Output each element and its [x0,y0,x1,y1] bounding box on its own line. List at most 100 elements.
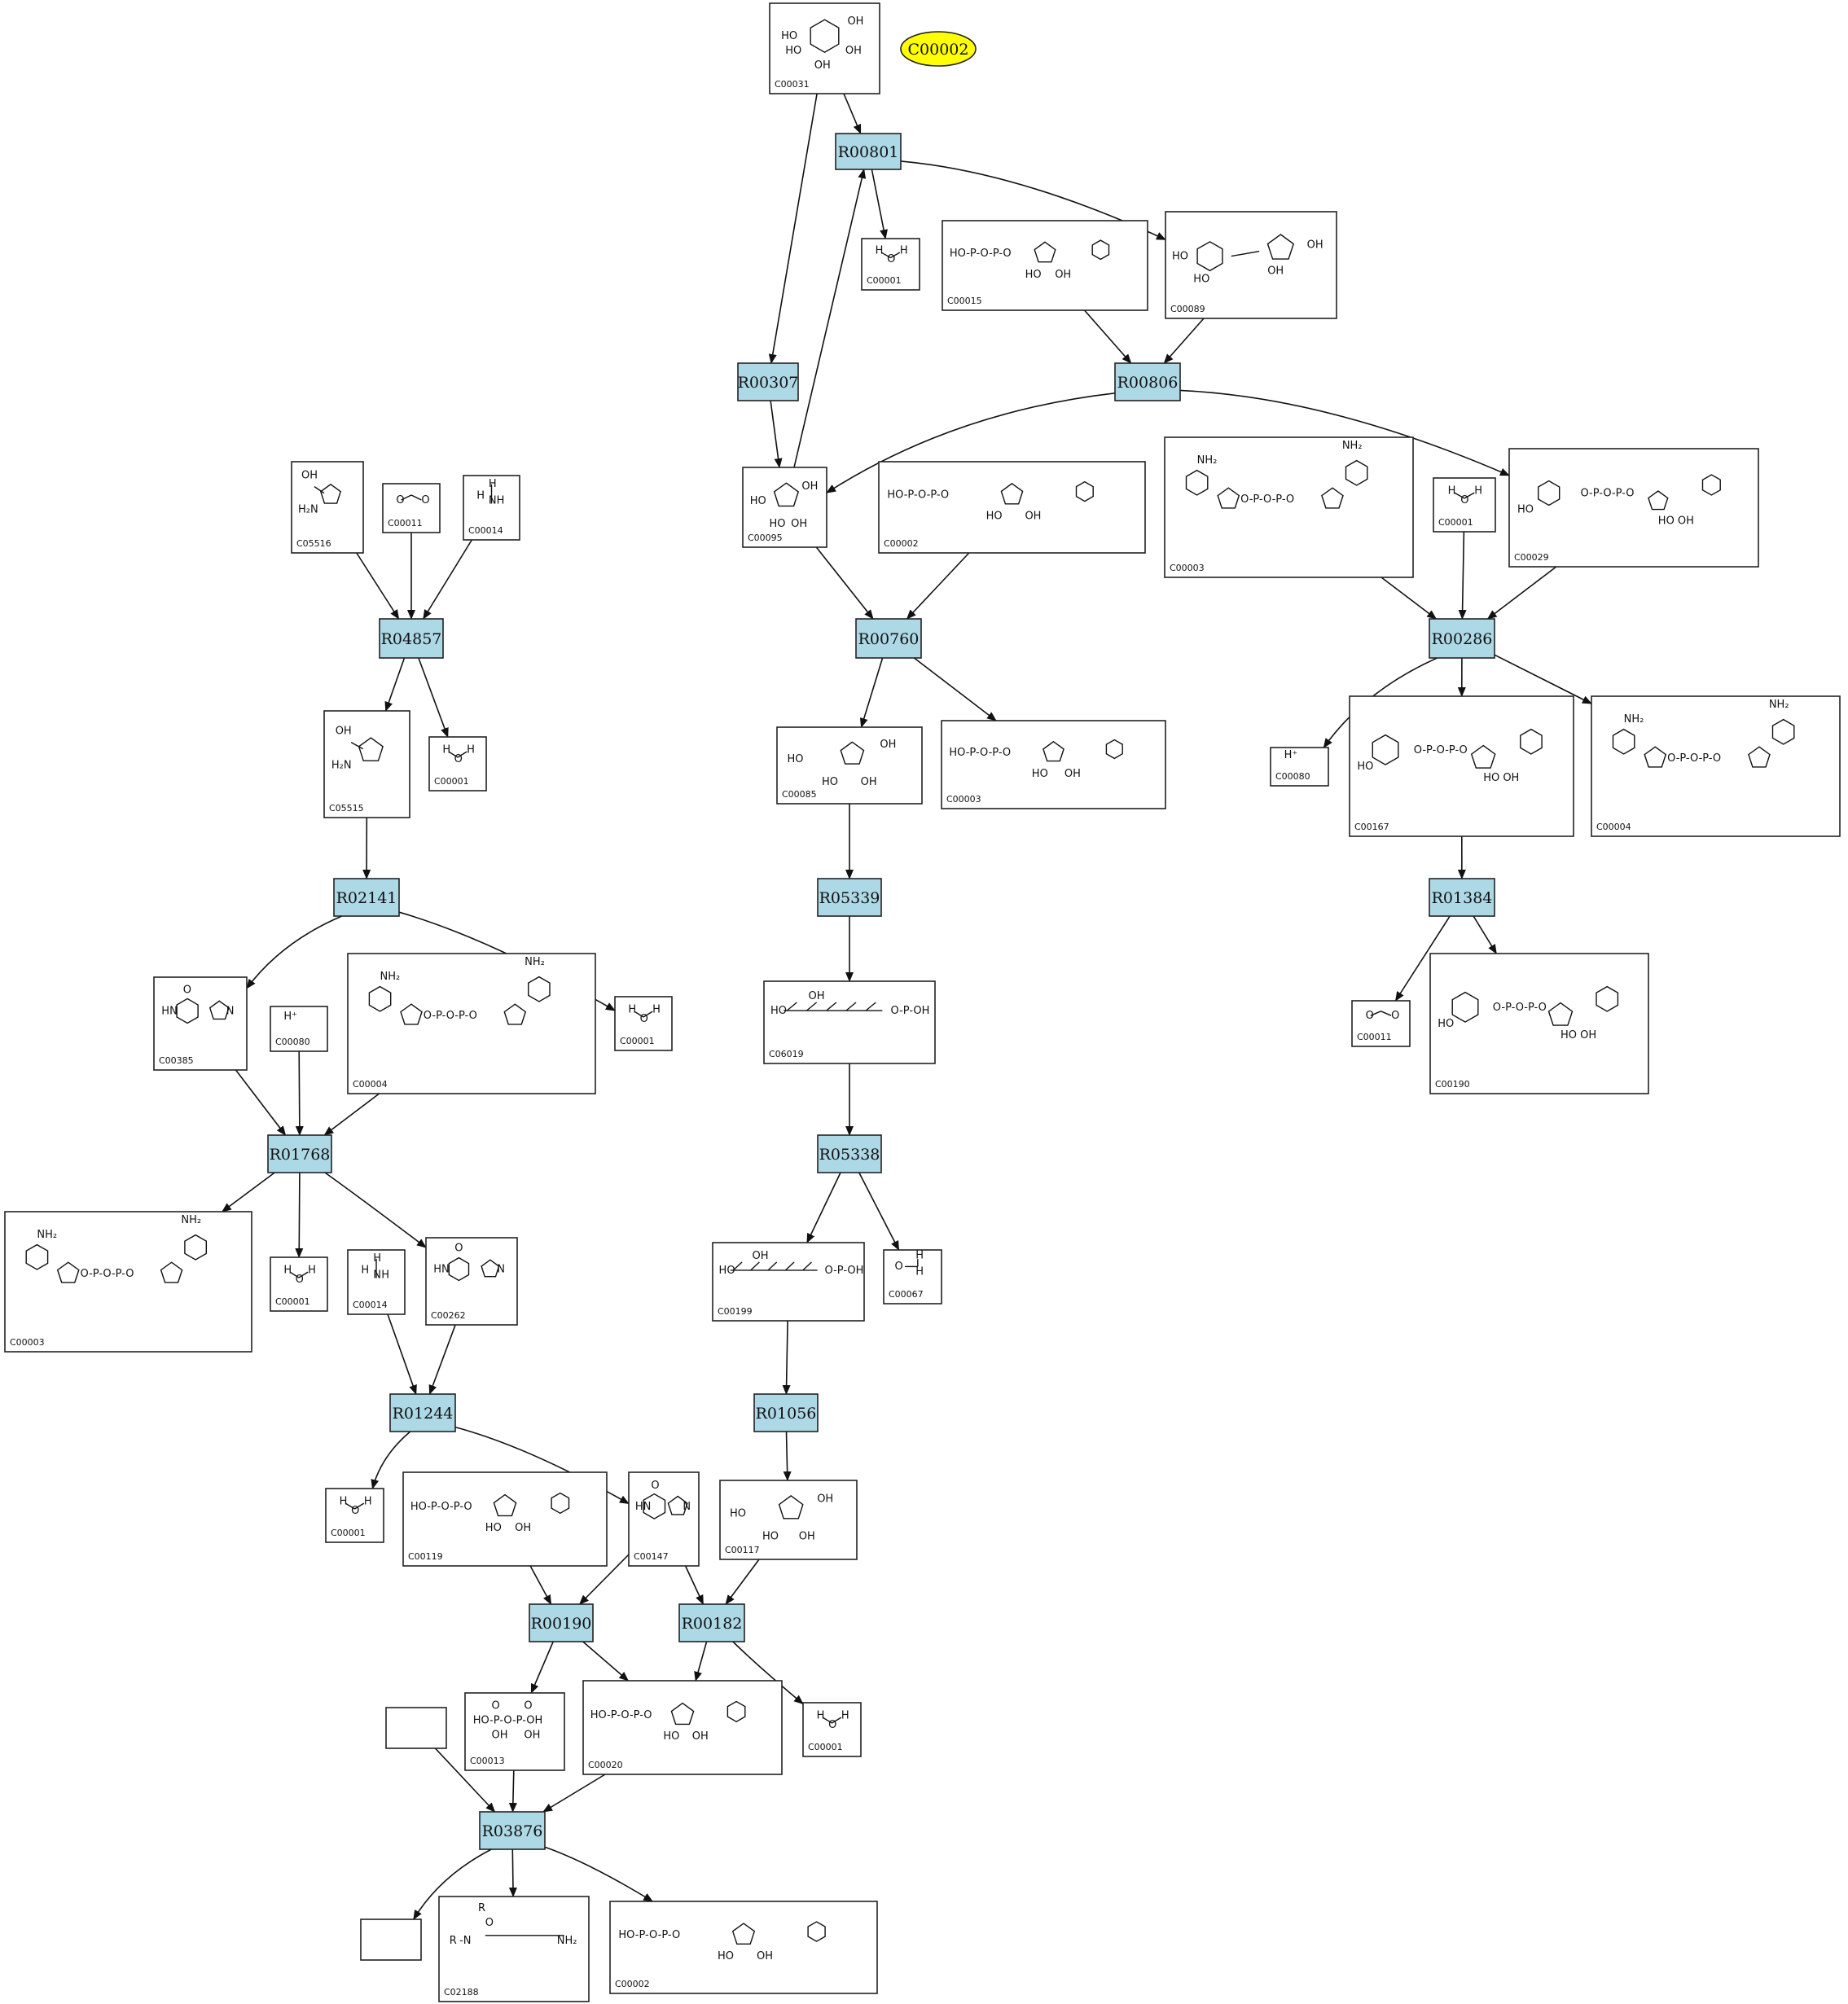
compound-node[interactable] [385,1707,447,1749]
edge-R03876-n_C00002b [544,1846,654,1902]
reaction-node[interactable]: R00760 [855,618,922,659]
svg-text:H: H [652,1003,661,1015]
svg-text:O: O [1391,1010,1399,1022]
compound-node[interactable]: H⁺C00080 [1270,747,1329,787]
edge-n_C00262-R01244 [428,1324,456,1395]
svg-text:HO: HO [1025,269,1042,281]
compound-label: C00117 [725,1545,760,1555]
compound-label: C00147 [634,1551,669,1562]
reaction-node[interactable]: R00286 [1429,618,1495,659]
svg-text:H: H [467,743,475,756]
svg-text:HO: HO [1032,768,1048,780]
reaction-node[interactable]: R00806 [1114,362,1181,401]
compound-label: C00004 [353,1079,388,1090]
reaction-node[interactable]: R00190 [529,1603,594,1642]
reaction-node[interactable]: R01768 [267,1134,332,1173]
edge-n_C00013-R03876 [508,1769,517,1813]
svg-text:NH₂: NH₂ [1769,699,1789,711]
compound-label: C05515 [329,803,364,813]
svg-text:H: H [364,1495,372,1507]
svg-text:N: N [497,1264,505,1276]
edge-n_C00020-R03876 [542,1774,606,1813]
reaction-node[interactable]: R02141 [333,878,400,917]
reaction-node[interactable]: R00182 [678,1603,745,1642]
edge-n_C00001b-R00286 [1458,531,1467,620]
svg-text:HO: HO [1438,1018,1454,1030]
compound-node[interactable]: H⁺C00080 [270,1006,328,1052]
svg-text:HO-P-O-P-O: HO-P-O-P-O [618,1929,680,1941]
svg-text:HO: HO [663,1730,679,1743]
reaction-label: R00182 [682,1615,743,1633]
reaction-node[interactable]: R05338 [817,1134,882,1173]
svg-text:OH: OH [515,1522,531,1534]
compound-label: C00167 [1354,822,1389,832]
compound-node[interactable] [360,1918,422,1961]
reaction-label: R00760 [858,630,920,648]
edge-n_C00089-R00806 [1163,318,1205,364]
svg-text:H: H [308,1264,316,1276]
svg-text:O: O [296,1274,304,1286]
reaction-node[interactable]: R01244 [389,1393,456,1432]
compound-label: C00119 [408,1551,443,1562]
svg-text:HO OH: HO OH [1560,1029,1596,1041]
edge-n_C00080b-R01768 [295,1050,304,1136]
edge-R00190-n_C00013 [530,1641,554,1694]
svg-text:O-P-O-P-O: O-P-O-P-O [1580,488,1634,500]
svg-text:HO: HO [1172,251,1188,263]
reaction-node[interactable]: R04857 [379,618,444,659]
reaction-node[interactable]: R00307 [737,362,799,401]
svg-text:OH: OH [336,726,352,738]
compound-label: C00085 [782,789,817,800]
svg-text:O: O [454,753,463,765]
svg-text:HO: HO [750,495,766,507]
reaction-node[interactable]: R03876 [479,1811,546,1850]
reaction-node[interactable]: R00801 [835,133,902,170]
svg-text:OH: OH [801,480,818,493]
svg-text:HO: HO [781,30,797,42]
reaction-node[interactable]: R01384 [1429,878,1495,917]
svg-text:HO: HO [1357,761,1373,773]
reaction-node[interactable]: R01056 [753,1393,819,1432]
svg-text:HO-P-O-P-OH: HO-P-O-P-OH [473,1715,543,1727]
reaction-node[interactable]: R05339 [817,878,882,917]
